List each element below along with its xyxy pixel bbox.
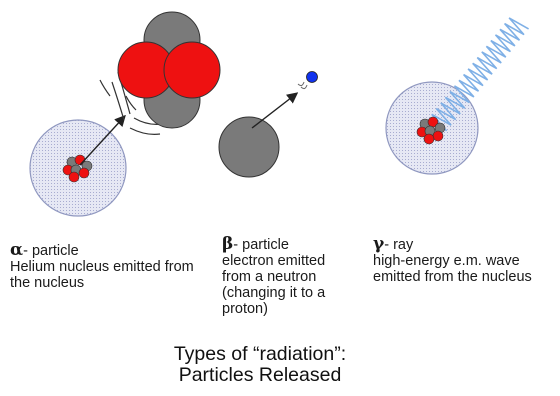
beta-motion-trail	[297, 81, 308, 90]
gamma-heading: γ- ray	[373, 234, 558, 254]
alpha-label: - particle	[23, 243, 79, 259]
beta-emission-panel	[218, 71, 318, 178]
gamma-ray-wave	[431, 17, 529, 132]
beta-arrow	[251, 92, 299, 129]
radiation-diagram	[29, 11, 529, 217]
alpha-symbol: α	[10, 240, 24, 260]
gamma-emission-panel	[385, 17, 529, 175]
title-line-2: Particles Released	[178, 364, 342, 386]
beta-description: electron emitted from a neutron (changin…	[222, 253, 326, 317]
beta-symbol: β	[222, 234, 234, 254]
diagram-title: Types of “radiation”: Particles Released	[0, 344, 520, 386]
title-line-1: Types of “radiation”:	[173, 343, 347, 365]
alpha-caption: α- particle Helium nucleus emitted from …	[10, 240, 210, 292]
beta-caption: β- particle electron emitted from a neut…	[222, 234, 357, 318]
gamma-description: high-energy e.m. wave emitted from the n…	[373, 253, 532, 285]
alpha-particle	[117, 11, 221, 129]
beta-heading: β- particle	[222, 234, 357, 254]
alpha-heading: α- particle	[10, 240, 210, 260]
gamma-symbol: γ	[373, 234, 385, 254]
alpha-description: Helium nucleus emitted from the nucleus	[10, 259, 194, 291]
gamma-caption: γ- ray high-energy e.m. wave emitted fro…	[373, 234, 558, 286]
beta-label: - particle	[233, 237, 289, 253]
gamma-nucleus	[416, 116, 446, 145]
beta-electron	[306, 71, 318, 83]
beta-neutron	[218, 116, 280, 178]
gamma-label: - ray	[384, 237, 414, 253]
alpha-emission-panel	[29, 11, 221, 217]
alpha-nucleus	[62, 154, 93, 183]
alpha-arrow	[79, 114, 126, 166]
